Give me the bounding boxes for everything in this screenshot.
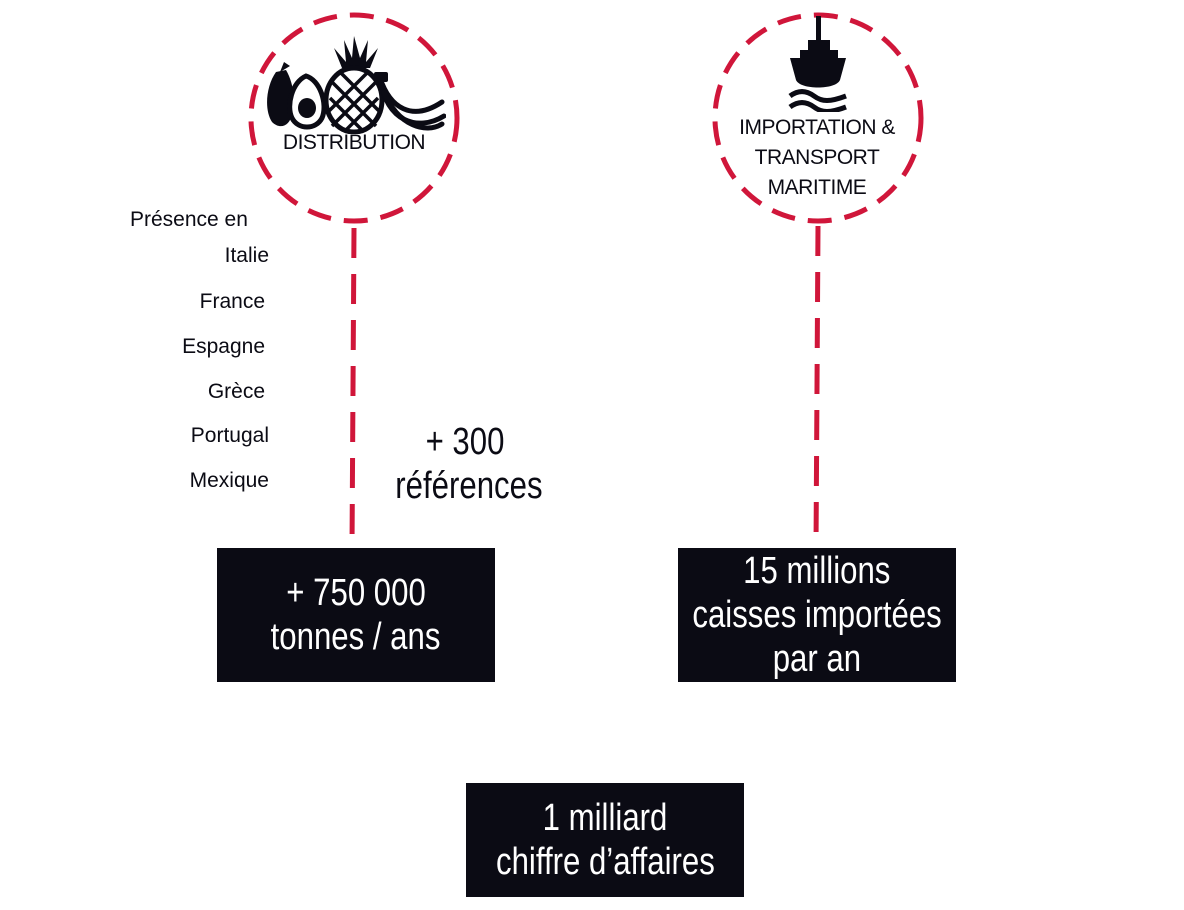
importation-dashed-circle <box>712 12 924 224</box>
caisses-period: par an <box>772 638 862 680</box>
references-stat: + 300 références <box>395 420 543 508</box>
country-france: France <box>199 290 265 313</box>
chiffre-value: 1 milliard <box>542 797 668 839</box>
tonnes-box: + 750 000 tonnes / ans <box>217 548 495 682</box>
distribution-label-text: DISTRIBUTION <box>282 131 426 154</box>
importation-connector <box>813 225 821 549</box>
chiffre-box: 1 milliard chiffre d’affaires <box>466 783 744 897</box>
country-italie: Italie <box>224 244 269 267</box>
importation-label: IMPORTATION & TRANSPORT MARITIME <box>717 113 917 203</box>
country-espagne: Espagne <box>182 335 265 358</box>
references-count: + 300 <box>425 421 505 463</box>
country-mexique: Mexique <box>189 469 269 492</box>
distribution-connector <box>349 227 357 549</box>
caisses-box: 15 millions caisses importées par an <box>678 548 956 682</box>
fruits-icon <box>267 36 446 134</box>
chiffre-label: chiffre d’affaires <box>495 841 715 883</box>
presence-title: Présence en <box>130 208 248 231</box>
caisses-value: 15 millions <box>743 550 891 592</box>
references-label: références <box>395 465 543 507</box>
distribution-dashed-circle <box>248 12 460 224</box>
tonnes-unit: tonnes / ans <box>271 616 441 658</box>
country-portugal: Portugal <box>190 424 269 447</box>
tonnes-value: + 750 000 <box>286 572 426 614</box>
caisses-unit: caisses importées <box>692 594 942 636</box>
importation-label-line-1: IMPORTATION & <box>739 116 895 139</box>
country-grece: Grèce <box>207 380 265 403</box>
importation-label-line-3: MARITIME <box>767 176 867 199</box>
ship-icon <box>788 16 847 112</box>
distribution-label: DISTRIBUTION <box>254 128 454 158</box>
importation-label-line-2: TRANSPORT <box>754 146 880 169</box>
